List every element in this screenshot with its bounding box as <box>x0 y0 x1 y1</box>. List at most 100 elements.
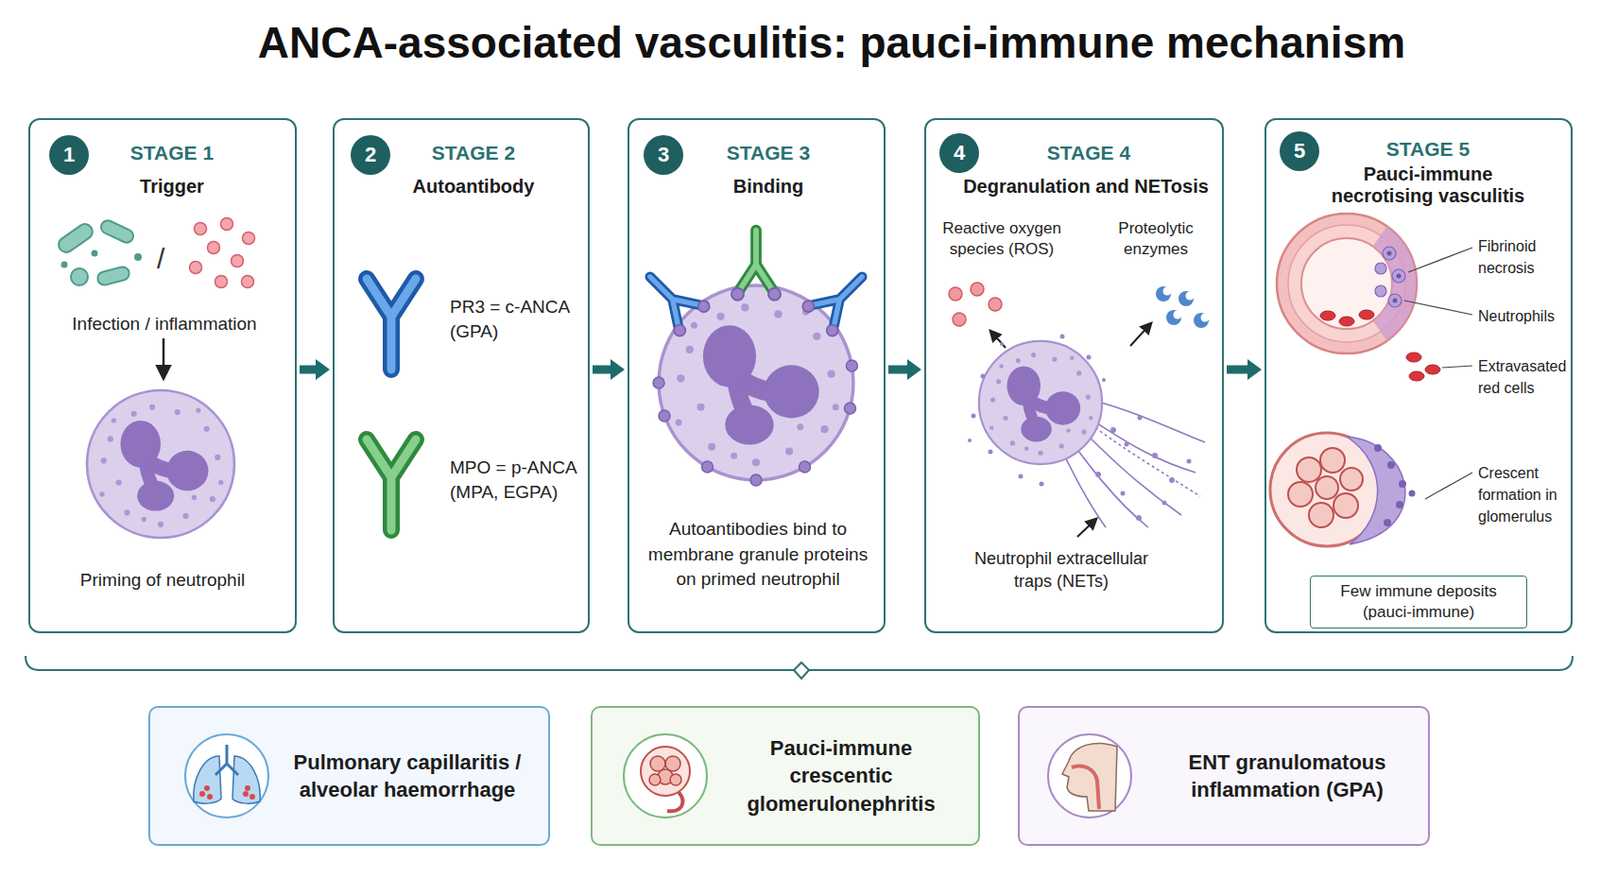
leader-lines <box>1404 300 1473 315</box>
box-text: ENT granulomatous inflammation (GPA) <box>1164 748 1411 804</box>
panel-text: Priming of neutrophil <box>39 568 286 593</box>
debris <box>1124 442 1130 448</box>
binding-illustration <box>731 288 781 301</box>
outcome-box: ENT granulomatous inflammation (GPA) <box>1017 705 1430 846</box>
stage-number: 5 <box>1279 131 1320 172</box>
panel-text: Proteolytic enzymes <box>1099 218 1213 260</box>
inflammation-dots <box>231 255 244 268</box>
debris <box>1169 477 1175 483</box>
enzymes <box>1173 310 1183 320</box>
ros-arrow <box>990 330 1006 348</box>
bacteria <box>96 265 131 287</box>
vessel <box>1387 251 1402 304</box>
kidney-icon <box>649 774 661 786</box>
bacteria <box>55 221 96 256</box>
debris <box>967 334 1192 522</box>
panel-text: MPO = p-ANCA (MPA, EGPA) <box>449 455 587 504</box>
bracket <box>793 662 809 679</box>
debris <box>988 449 994 455</box>
enzymes <box>1155 286 1171 302</box>
surface-antigens <box>653 360 858 486</box>
ent-icon <box>1048 734 1132 818</box>
binding-illustration <box>658 285 854 481</box>
vessel <box>1276 213 1441 381</box>
vessel <box>1409 371 1425 381</box>
debris <box>1120 491 1126 497</box>
down-arrow <box>162 338 166 379</box>
debris <box>1152 452 1158 459</box>
glomerulus <box>1270 432 1416 547</box>
kidney-icon <box>640 746 690 796</box>
netosis-illustration <box>979 341 1102 465</box>
box-text: Pauci-immune crescentic glomerulonephrit… <box>727 734 955 817</box>
binding-illustration <box>639 266 700 327</box>
glomerulus <box>1288 481 1313 507</box>
number-text: 4 <box>953 141 965 165</box>
panel-text: Infection / inflammation <box>37 312 292 337</box>
binding-illustration <box>800 298 841 339</box>
stage-number: 2 <box>350 135 391 175</box>
enzymes <box>1166 309 1182 326</box>
lung-icon <box>185 734 269 818</box>
stage-number: 3 <box>643 135 684 175</box>
panel-text: Extravasated red cells <box>1478 355 1569 399</box>
stage-title: Trigger <box>86 174 258 198</box>
vessel <box>1406 352 1422 362</box>
glomerulus <box>1346 436 1406 545</box>
flow-arrow <box>1226 359 1262 380</box>
vessel <box>1375 246 1406 308</box>
debris <box>1135 515 1142 521</box>
vessel <box>1375 262 1387 275</box>
vessel <box>1393 298 1398 304</box>
flow-arrow <box>888 359 922 380</box>
ros-dots <box>952 312 966 327</box>
stage-label: STAGE 2 <box>388 140 559 165</box>
stage-panel: STAGE 1TriggerInfection / inflammationPr… <box>28 118 297 634</box>
vessel <box>1392 269 1406 283</box>
binding-illustration <box>812 266 873 327</box>
box-text: Few immune deposits (pauci-immune) <box>1319 581 1518 623</box>
stage-panel: STAGE 5Pauci-immune necrotising vasculit… <box>1264 118 1573 634</box>
glomerulus <box>1315 476 1339 499</box>
vessel <box>1375 285 1387 297</box>
enzymes <box>1193 312 1209 328</box>
panel-text: Fibrinoid necrosis <box>1478 235 1569 279</box>
debris <box>1095 471 1102 478</box>
binding-illustration <box>671 298 712 339</box>
panel-text: Neutrophils <box>1478 305 1569 327</box>
debris <box>1039 481 1045 487</box>
leader-lines <box>1408 247 1473 273</box>
autoantibody-illustration <box>366 439 416 531</box>
lung-icon <box>199 785 256 800</box>
stage-panel: STAGE 2AutoantibodyPR3 = c-ANCA (GPA)MPO… <box>332 118 590 634</box>
debris <box>1187 459 1192 465</box>
stage-number: 1 <box>49 135 89 175</box>
surface-antigens <box>702 461 714 473</box>
vessel <box>1373 225 1418 341</box>
enzymes <box>1178 291 1194 307</box>
glomerulus <box>1320 447 1345 473</box>
vessel <box>1396 274 1402 279</box>
surface-antigens <box>653 377 665 389</box>
inflammation-dots <box>189 218 256 289</box>
lung-icon <box>232 756 260 804</box>
debris <box>1086 355 1092 361</box>
vessel <box>1382 246 1396 260</box>
kidney-icon <box>590 705 981 846</box>
enzyme-arrow <box>1130 323 1152 346</box>
stage-panel: STAGE 4Degranulation and NETosisReactive… <box>924 118 1224 634</box>
vessel <box>1276 213 1417 354</box>
vessel <box>1425 364 1441 375</box>
panel-text: PR3 = c-ANCA (GPA) <box>449 294 587 344</box>
lung-icon <box>242 791 249 797</box>
vessel <box>1339 316 1355 327</box>
trigger-illustration <box>86 390 235 538</box>
glomerulus <box>1340 467 1363 491</box>
stage-label: STAGE 4 <box>1003 140 1174 165</box>
glomerulus <box>1409 490 1416 498</box>
number-text: 5 <box>1293 139 1306 163</box>
bacteria <box>96 265 131 287</box>
glomerulus <box>1333 493 1359 518</box>
